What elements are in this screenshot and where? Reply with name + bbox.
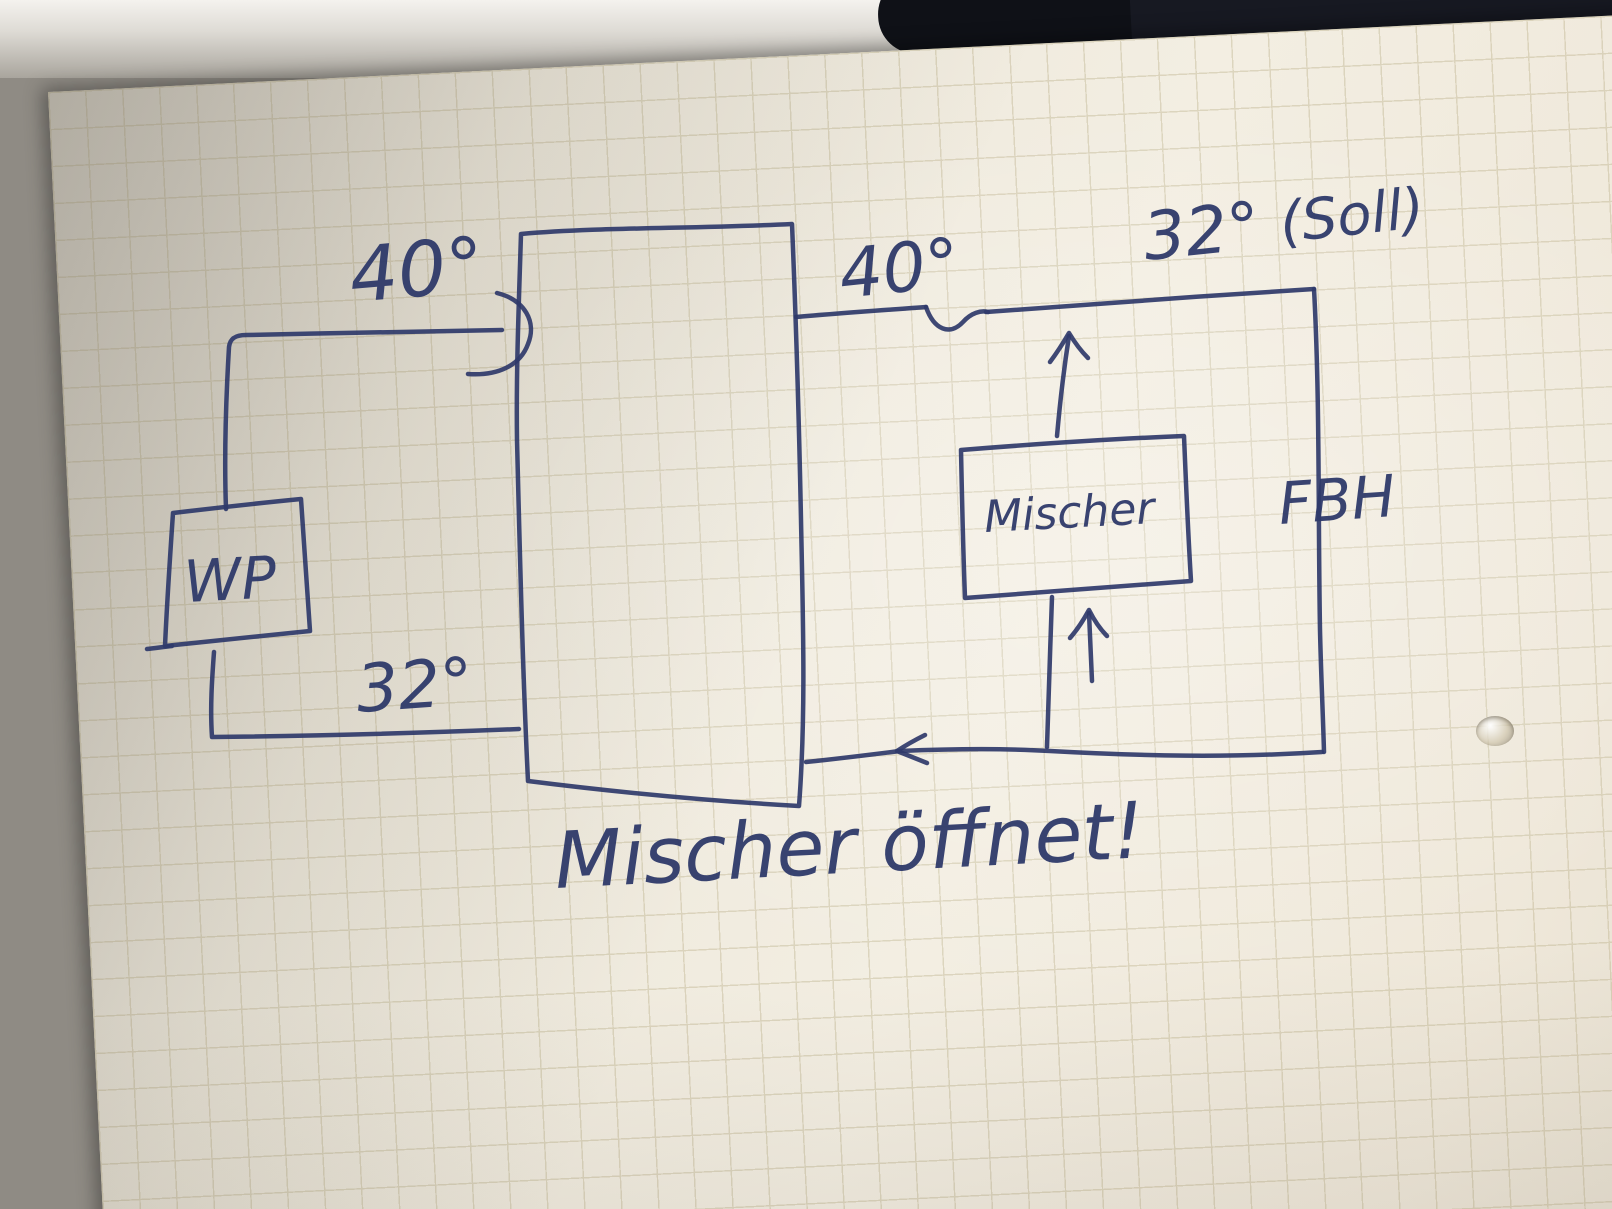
mischer-return-connector [1044,594,1055,750]
target-temp-suffix-label: (Soll) [1277,176,1428,256]
return-line-fbh-to-tank [803,746,1325,765]
wp-box-overshoot-stroke [144,643,175,652]
mischer-label: Mischer [983,483,1159,543]
supply-line-wp-to-tank [222,327,505,512]
supply-right-temp-label: 40° [836,224,964,315]
supply-left-temp-label: 40° [346,220,488,320]
supply-line-to-right [983,286,1317,315]
wp-label: WP [182,543,278,616]
mischer-supply-arrow-icon [1054,333,1072,439]
paper-dent [1476,716,1514,746]
note-label: Mischer öffnet! [552,786,1146,907]
mischer-return-arrowhead-icon [1067,607,1110,641]
tank-inlet-hook-arrow-icon [465,290,534,377]
supply-line-squiggle [923,304,991,332]
return-temp-label: 32° [354,643,476,728]
return-line-tank-to-wp [208,649,522,740]
wp-box [162,496,313,649]
return-flow-arrowhead-icon [894,732,930,766]
mischer-return-arrow-icon [1086,610,1095,684]
fbh-right-pipe [1311,286,1327,755]
target-temp-label: 32° [1140,187,1264,276]
mischer-box [958,433,1194,601]
mischer-supply-arrowhead-icon [1047,330,1091,365]
supply-line-tank-to-fbh [793,304,929,320]
fbh-label: FBH [1276,462,1397,538]
buffer-tank-box [514,221,806,809]
